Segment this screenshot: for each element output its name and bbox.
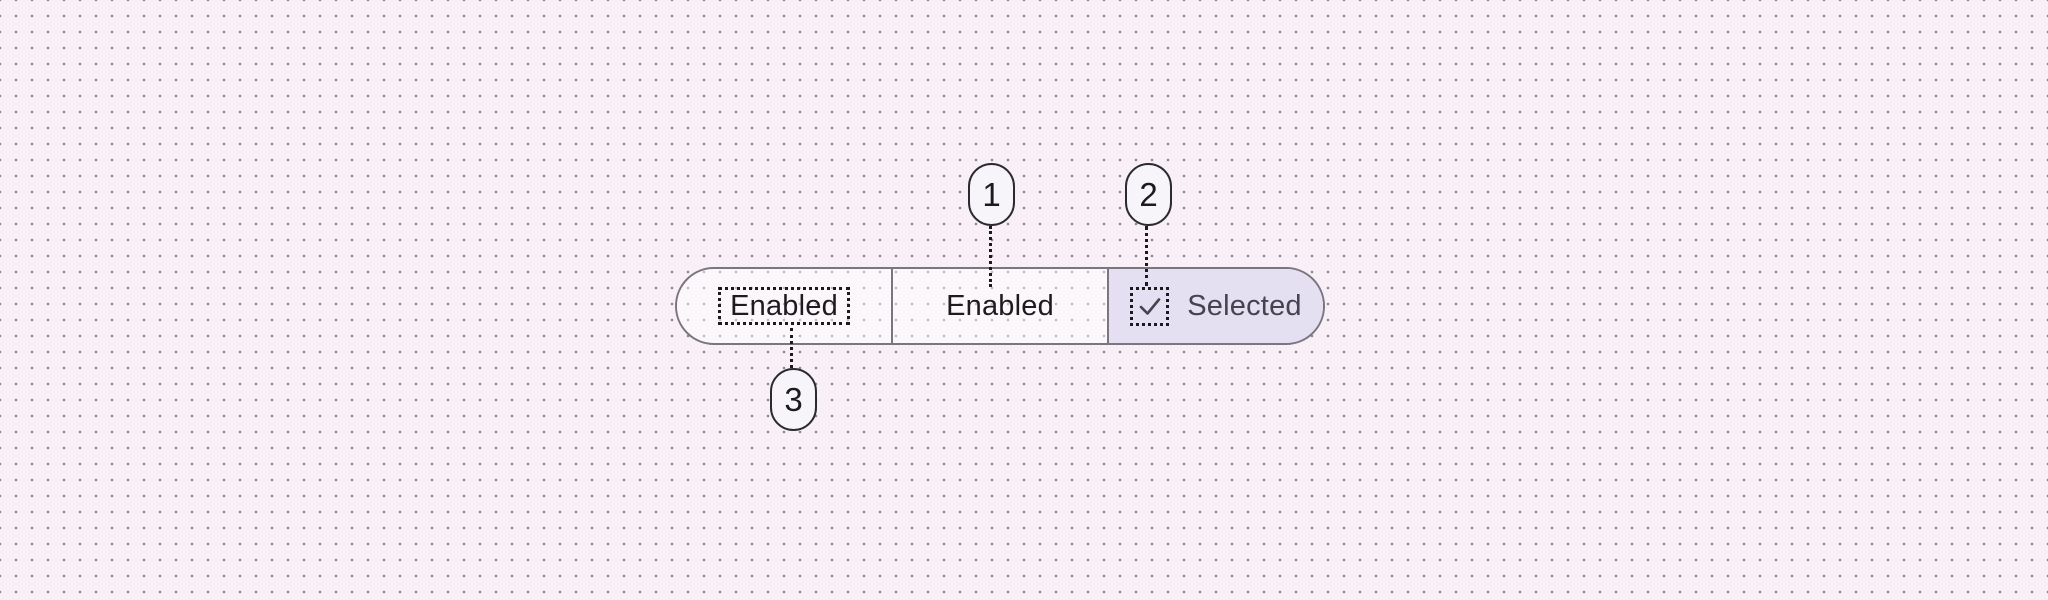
segment-enabled-middle[interactable]: Enabled xyxy=(891,269,1107,343)
segment-label: Selected xyxy=(1187,289,1302,322)
callout-badge-2: 2 xyxy=(1125,163,1172,226)
check-icon xyxy=(1139,298,1161,315)
segment-label: Enabled xyxy=(946,289,1054,322)
callout-number: 2 xyxy=(1139,175,1158,213)
first-segment-label-annotation-box: Enabled xyxy=(718,287,850,325)
callout-badge-1: 1 xyxy=(968,163,1015,226)
callout-number: 3 xyxy=(784,380,803,418)
segment-enabled-first[interactable]: Enabled xyxy=(677,269,891,343)
callout-number: 1 xyxy=(982,175,1001,213)
callout-badge-3: 3 xyxy=(770,368,817,431)
segment-label: Enabled xyxy=(730,290,838,322)
callout-leader-2 xyxy=(1145,226,1148,286)
callout-leader-3 xyxy=(790,328,793,368)
segment-selected[interactable]: Selected xyxy=(1107,269,1323,343)
segmented-button: Enabled Enabled Selected xyxy=(675,267,1325,345)
callout-leader-1 xyxy=(989,226,992,287)
check-icon-annotation-box xyxy=(1130,286,1170,326)
